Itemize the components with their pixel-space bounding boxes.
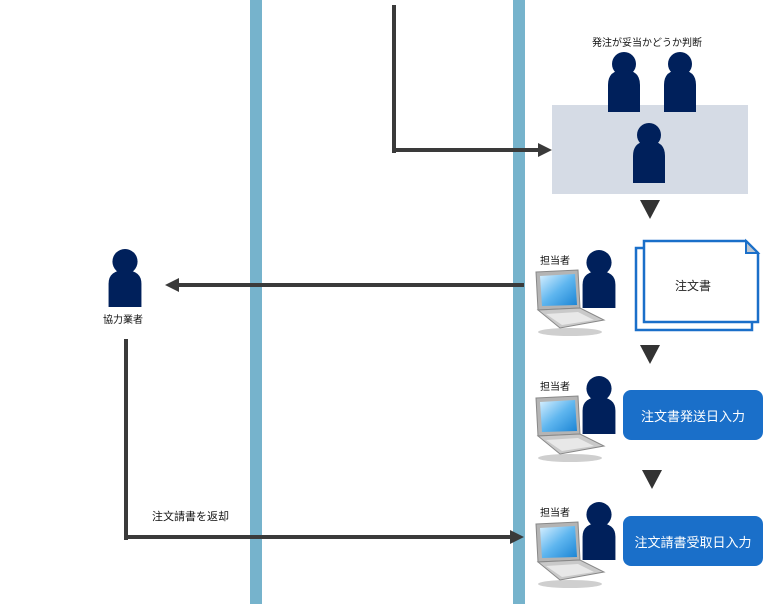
return-arrow-vertical xyxy=(124,339,128,540)
return-arrow-horizontal xyxy=(124,535,512,539)
staff-label: 担当者 xyxy=(540,256,570,267)
incoming-arrow-vertical xyxy=(392,5,396,153)
person-icon xyxy=(633,123,665,183)
flow-down-arrow-icon xyxy=(640,345,660,364)
staff-person-icon xyxy=(582,250,616,308)
laptop-icon xyxy=(535,269,606,336)
incoming-arrow-head xyxy=(538,143,552,157)
staff-person-icon xyxy=(582,502,616,560)
incoming-arrow-horizontal xyxy=(392,148,540,152)
send-order-arrow-head xyxy=(165,278,179,292)
right-lane-divider xyxy=(513,0,525,604)
staff-person-icon xyxy=(582,376,616,434)
order-document-label: 注文書 xyxy=(675,279,712,293)
contractor-person-icon xyxy=(108,249,142,307)
order-document-icon xyxy=(634,238,761,332)
staff-label: 担当者 xyxy=(540,508,570,519)
laptop-icon xyxy=(535,395,606,462)
left-lane-divider xyxy=(250,0,262,604)
contractor-label: 協力業者 xyxy=(103,315,143,326)
receive-date-input-button[interactable]: 注文請書受取日入力 xyxy=(623,516,763,566)
laptop-icon xyxy=(535,521,606,588)
flow-down-arrow-icon xyxy=(640,200,660,219)
person-icon xyxy=(664,52,696,112)
send-date-input-button[interactable]: 注文書発送日入力 xyxy=(623,390,763,440)
judge-step-label: 発注が妥当かどうか判断 xyxy=(592,38,702,49)
send-order-arrow-line xyxy=(176,283,524,287)
return-arrow-head xyxy=(510,530,524,544)
return-arrow-label: 注文請書を返却 xyxy=(152,510,229,523)
staff-label: 担当者 xyxy=(540,382,570,393)
person-icon xyxy=(608,52,640,112)
flow-down-arrow-icon xyxy=(642,470,662,489)
